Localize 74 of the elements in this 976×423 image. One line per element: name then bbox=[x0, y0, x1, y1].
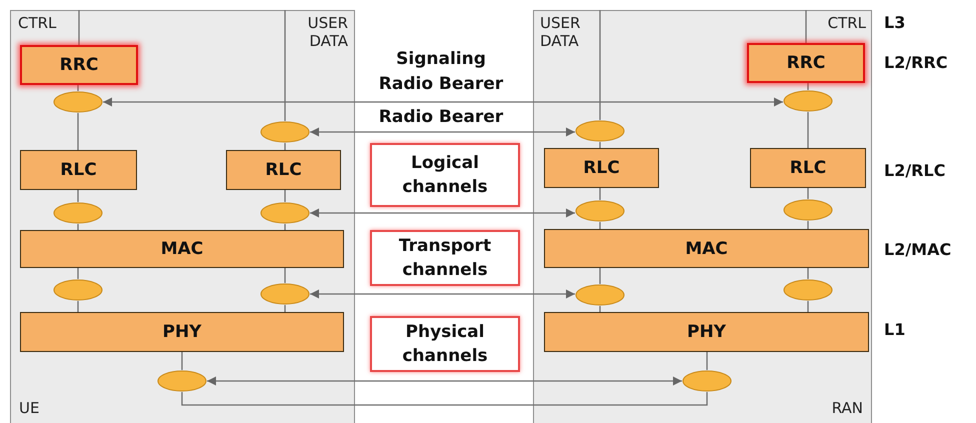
ellipse-node bbox=[260, 202, 310, 224]
ellipse-node bbox=[260, 283, 310, 305]
column-label: USER DATA bbox=[540, 14, 582, 50]
ellipse-node bbox=[682, 370, 732, 392]
connector-line bbox=[807, 301, 809, 312]
column-label: CTRL bbox=[18, 14, 58, 32]
connector-line bbox=[284, 190, 286, 202]
connector-line bbox=[284, 305, 286, 312]
ellipse-node bbox=[53, 91, 103, 113]
ellipse-node bbox=[783, 90, 833, 112]
protocol-layer-box: PHY bbox=[544, 312, 869, 352]
column-label: USER DATA bbox=[306, 14, 348, 50]
connector-line bbox=[599, 188, 601, 200]
channel-box: Logical channels bbox=[370, 143, 520, 207]
ellipse-node bbox=[260, 121, 310, 143]
channel-box: Physical channels bbox=[370, 316, 520, 372]
connector-line bbox=[599, 142, 601, 148]
protocol-layer-box: RLC bbox=[750, 148, 866, 188]
connector-line bbox=[807, 112, 809, 148]
double-arrow bbox=[207, 376, 682, 386]
double-arrow bbox=[103, 98, 783, 106]
protocol-layer-box: RRC bbox=[20, 45, 138, 85]
ellipse-node bbox=[783, 199, 833, 221]
double-arrow bbox=[310, 128, 575, 136]
ellipse-node bbox=[53, 202, 103, 224]
ellipse-node bbox=[157, 370, 207, 392]
panel-label: UE bbox=[19, 399, 40, 417]
ellipse-node bbox=[575, 284, 625, 306]
connector-line bbox=[181, 352, 183, 370]
layer-label: L2/MAC bbox=[884, 241, 952, 259]
connector-line bbox=[78, 10, 80, 45]
connector-line bbox=[599, 268, 601, 284]
connector-line bbox=[77, 113, 79, 150]
protocol-stack-panel bbox=[533, 10, 872, 423]
ellipse-node bbox=[575, 200, 625, 222]
channel-box: Transport channels bbox=[370, 230, 520, 286]
connector-line bbox=[599, 306, 601, 312]
layer-label: L2/RLC bbox=[884, 162, 946, 180]
connector-line bbox=[77, 85, 79, 91]
connector-line bbox=[599, 222, 601, 229]
connector-line bbox=[77, 224, 79, 230]
layer-label: L3 bbox=[884, 14, 906, 32]
connector-line bbox=[807, 268, 809, 279]
connector-line bbox=[807, 83, 809, 90]
panel-label: RAN bbox=[832, 399, 863, 417]
connector-line bbox=[706, 352, 708, 370]
double-arrow bbox=[310, 208, 575, 218]
protocol-layer-box: RLC bbox=[20, 150, 137, 190]
connector-line bbox=[77, 301, 79, 312]
connector-line bbox=[599, 10, 601, 120]
connector-line bbox=[284, 143, 286, 150]
protocol-layer-box: RLC bbox=[544, 148, 659, 188]
protocol-layer-box: MAC bbox=[20, 230, 344, 268]
double-arrow bbox=[310, 290, 575, 298]
connector-line bbox=[284, 10, 286, 121]
layer-label: L1 bbox=[884, 321, 906, 339]
protocol-layer-box: MAC bbox=[544, 229, 869, 268]
protocol-layer-box: RRC bbox=[747, 43, 865, 83]
protocol-stack-panel bbox=[10, 10, 355, 423]
connector-line bbox=[77, 268, 79, 279]
connector-line bbox=[284, 224, 286, 230]
connector-line bbox=[805, 10, 807, 43]
column-label: CTRL bbox=[826, 14, 866, 32]
protocol-layer-box: PHY bbox=[20, 312, 344, 352]
layer-label: L2/RRC bbox=[884, 54, 949, 72]
ellipse-node bbox=[575, 120, 625, 142]
connector-line bbox=[807, 188, 809, 199]
connector-line bbox=[77, 190, 79, 202]
connector-line bbox=[284, 268, 286, 283]
connector-line bbox=[181, 392, 708, 406]
connector-line bbox=[807, 221, 809, 229]
protocol-layer-box: RLC bbox=[226, 150, 341, 190]
ellipse-node bbox=[53, 279, 103, 301]
ellipse-node bbox=[783, 279, 833, 301]
